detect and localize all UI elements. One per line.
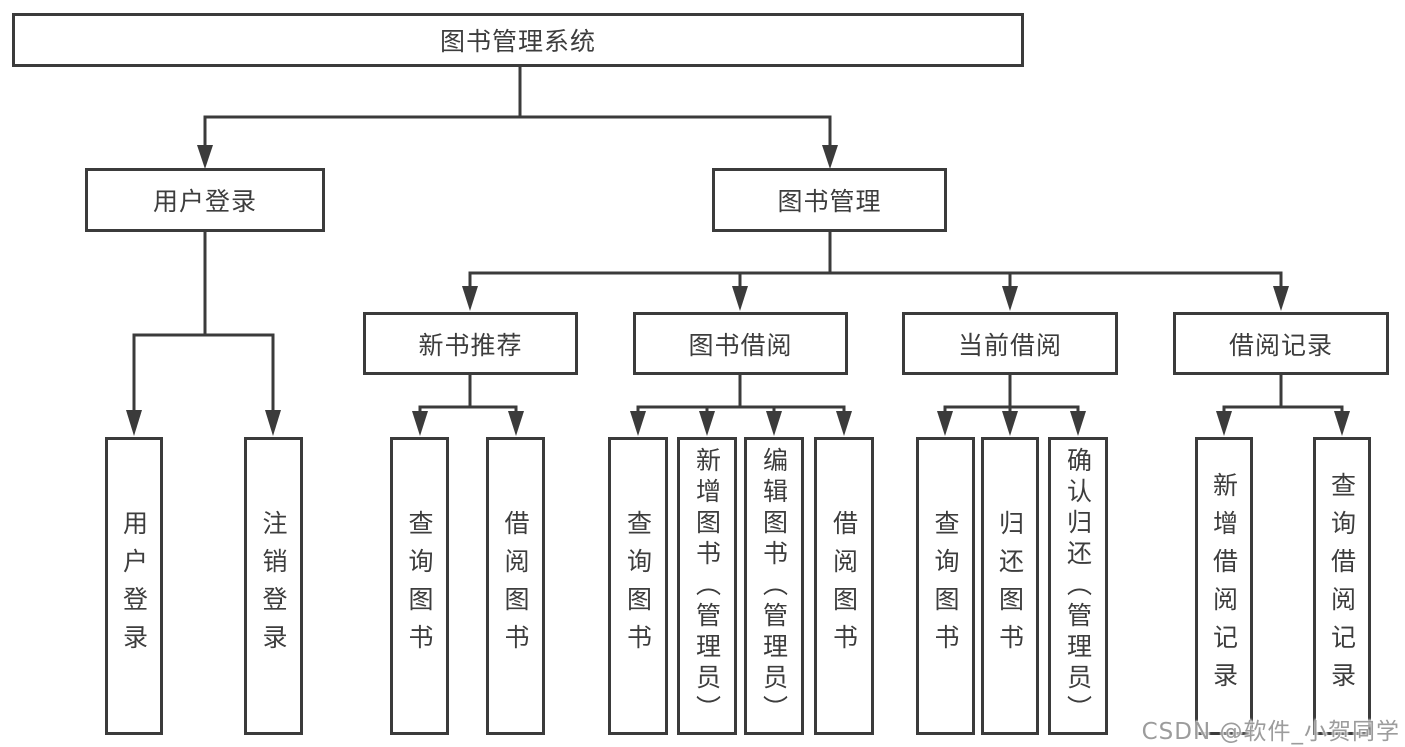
leaf-cb-query-books: 查询图书 — [916, 437, 975, 735]
leaf-br-add-borrow-record: 新增借阅记录 — [1195, 437, 1253, 735]
leaf-nb-borrow-books: 借阅图书 — [486, 437, 545, 735]
arrowhead — [508, 411, 524, 436]
arrowhead — [937, 411, 953, 436]
arrowhead — [197, 145, 213, 169]
leaf-bb-add-books-admin-label: 新增图书（管理员） — [692, 446, 722, 726]
connector-records-to-leaves — [1216, 375, 1350, 436]
leaf-bb-add-books-admin: 新增图书（管理员） — [677, 437, 737, 735]
csdn-watermark: CSDN @软件_小贺同学 — [1141, 719, 1400, 745]
node-book-borrow-label: 图书借阅 — [688, 330, 793, 360]
leaf-logout-label: 注销登录 — [259, 510, 288, 662]
leaf-bb-edit-books-admin-label: 编辑图书（管理员） — [759, 446, 789, 726]
connector-currentborrow-to-leaves — [937, 375, 1086, 436]
connector-newbook-to-leaves — [412, 375, 524, 436]
leaf-user-login-label: 用户登录 — [119, 510, 149, 662]
node-user-login-label: 用户登录 — [152, 187, 257, 216]
node-new-book-recommend: 新书推荐 — [363, 312, 578, 375]
arrowhead — [1002, 286, 1018, 311]
arrowhead — [699, 411, 715, 436]
node-current-borrow: 当前借阅 — [902, 312, 1118, 375]
node-book-management-label: 图书管理 — [777, 187, 882, 216]
leaf-bb-borrow-books: 借阅图书 — [814, 437, 874, 735]
arrowhead — [1334, 411, 1350, 436]
arrowhead — [1002, 411, 1018, 436]
leaf-cb-return-books: 归还图书 — [981, 437, 1039, 735]
leaf-bb-query-books-label: 查询图书 — [623, 510, 653, 662]
connector-bookborrow-to-leaves — [630, 375, 852, 436]
leaf-bb-query-books: 查询图书 — [608, 437, 668, 735]
arrowhead — [836, 411, 852, 436]
connector-root-to-level2 — [197, 67, 838, 169]
arrowhead — [1216, 411, 1232, 436]
arrowhead — [1070, 411, 1086, 436]
leaf-br-query-borrow-record: 查询借阅记录 — [1313, 437, 1371, 735]
node-library-system-label: 图书管理系统 — [439, 27, 596, 56]
node-library-system: 图书管理系统 — [12, 13, 1024, 67]
leaf-nb-borrow-books-label: 借阅图书 — [501, 510, 530, 662]
arrowhead — [462, 286, 478, 311]
node-book-management: 图书管理 — [712, 168, 947, 232]
leaf-bb-borrow-books-label: 借阅图书 — [829, 510, 859, 662]
connector-mgmt-to-level3 — [462, 232, 1289, 311]
node-current-borrow-label: 当前借阅 — [957, 330, 1062, 360]
node-book-borrow: 图书借阅 — [633, 312, 848, 375]
leaf-nb-query-books: 查询图书 — [390, 437, 449, 735]
arrowhead — [1273, 286, 1289, 311]
arrowhead — [822, 145, 838, 169]
arrowhead — [412, 411, 428, 436]
leaf-bb-edit-books-admin: 编辑图书（管理员） — [744, 437, 804, 735]
leaf-br-query-borrow-record-label: 查询借阅记录 — [1327, 472, 1357, 700]
leaf-cb-query-books-label: 查询图书 — [931, 510, 960, 662]
arrowhead — [766, 411, 782, 436]
arrowhead — [732, 286, 748, 311]
leaf-cb-return-books-label: 归还图书 — [995, 510, 1025, 662]
leaf-cb-confirm-return-admin: 确认归还（管理员） — [1048, 437, 1108, 735]
leaf-cb-confirm-return-admin-label: 确认归还（管理员） — [1063, 446, 1093, 726]
leaf-br-add-borrow-record-label: 新增借阅记录 — [1209, 472, 1239, 700]
connector-login-to-leaves — [126, 232, 281, 436]
node-borrow-records-label: 借阅记录 — [1228, 330, 1333, 360]
leaf-user-login: 用户登录 — [105, 437, 163, 735]
arrowhead — [265, 410, 281, 436]
node-new-book-recommend-label: 新书推荐 — [418, 330, 523, 360]
arrowhead — [630, 411, 646, 436]
leaf-logout: 注销登录 — [244, 437, 303, 735]
leaf-nb-query-books-label: 查询图书 — [405, 510, 434, 662]
arrowhead — [126, 410, 142, 436]
node-user-login: 用户登录 — [85, 168, 325, 232]
node-borrow-records: 借阅记录 — [1173, 312, 1389, 375]
